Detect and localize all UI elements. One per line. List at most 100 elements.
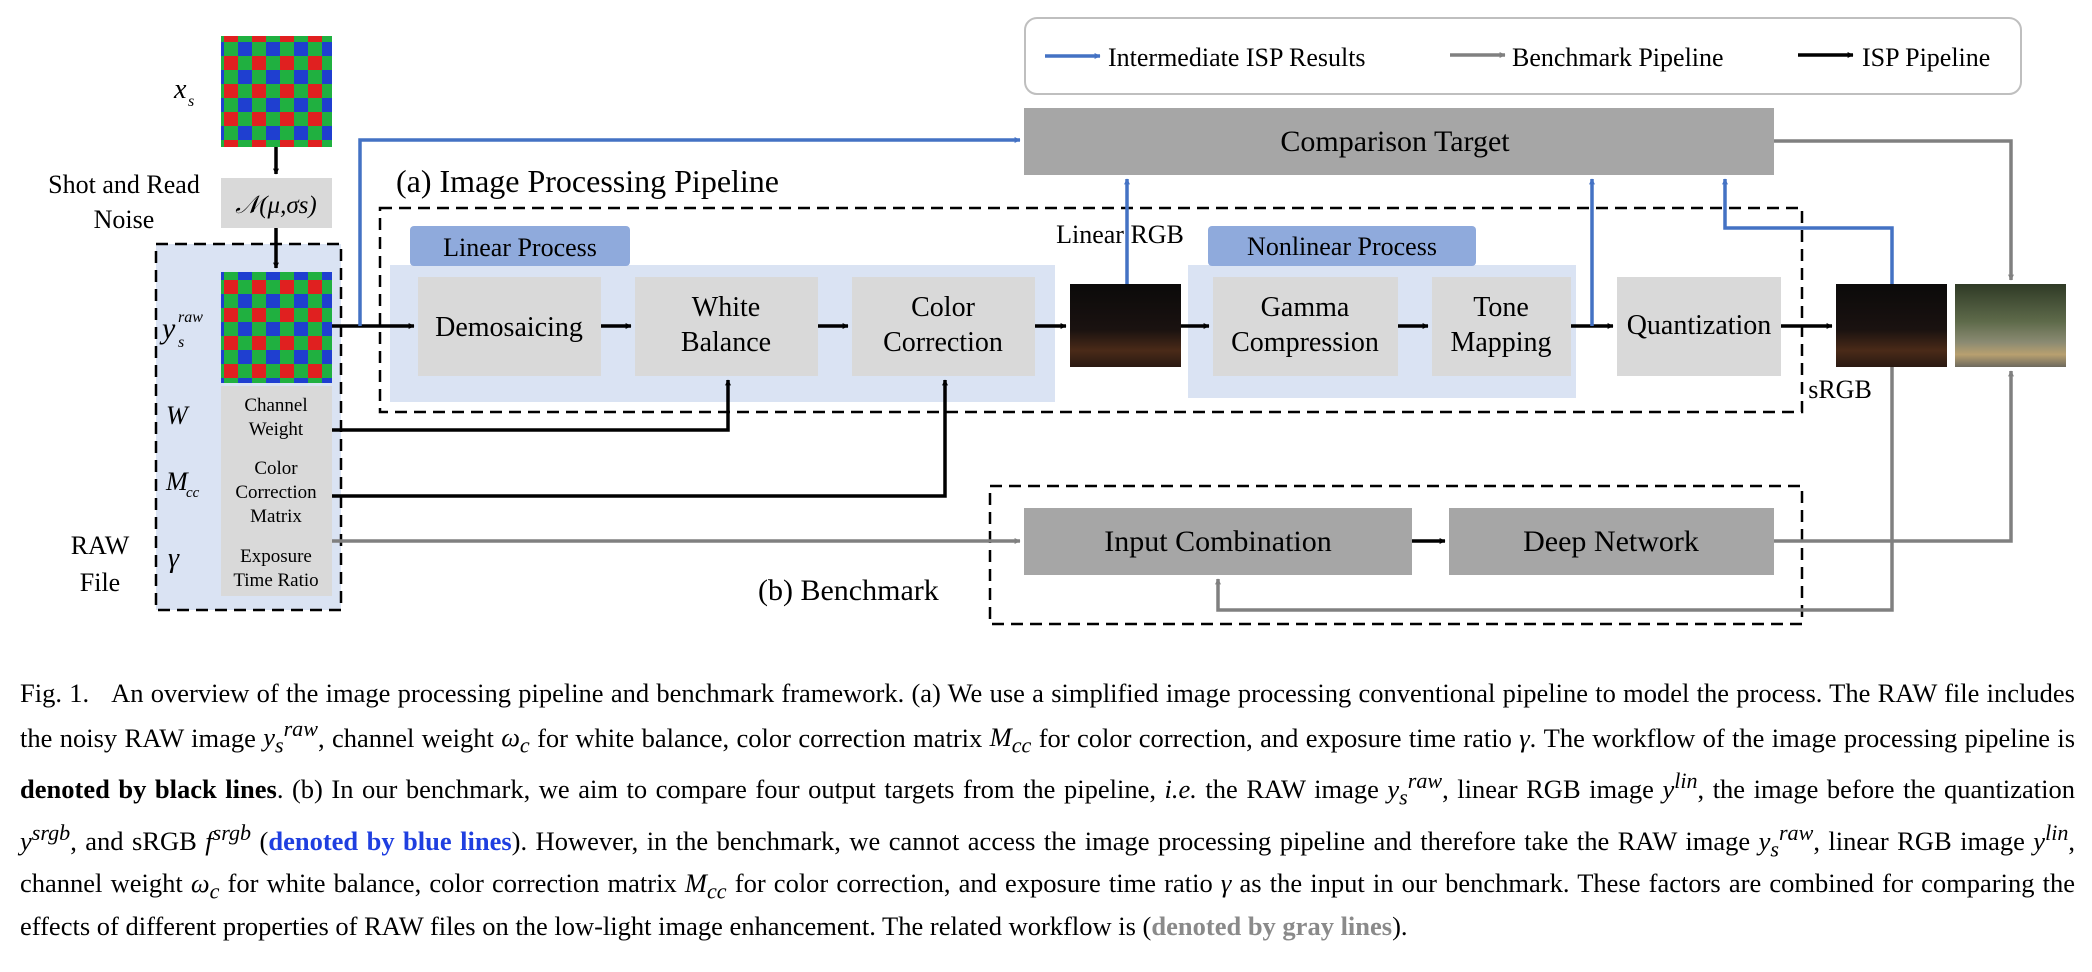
caption-text-5: . The workflow of the image processing p… [1529,722,2076,753]
caption-text-11: ( [251,825,269,856]
caption-text-1: An overview of the image processing pipe… [20,678,2075,753]
tone-mapping-label-2: Mapping [1450,327,1551,358]
caption-text-18: ). [1392,911,1408,942]
exposure-2: Time Ratio [233,570,318,591]
caption-label: Fig. 1. [20,678,90,708]
gamma-compression-label-1: Gamma [1261,292,1350,323]
math-mcc-1: Mcc [989,722,1032,758]
legend: Intermediate ISP Results Benchmark Pipel… [1024,17,2022,95]
channel-weight-1: Channel [244,395,307,416]
caption-text-16: for color correction, and exposure time … [726,868,1221,899]
pipeline-diagram: Intermediate ISP Results Benchmark Pipel… [48,17,2066,626]
quantization-box [1617,277,1781,376]
demosaicing-label: Demosaicing [435,312,583,343]
raw-file-label-2: File [80,568,120,597]
gamma-label: γ [168,543,180,574]
input-combination-box [1024,508,1412,575]
srgb-before-quant-thumbnail [1836,284,1947,367]
math-f-srgb: fsrgb [205,819,252,856]
svg-text:y: y [159,312,176,345]
caption-text-10: , and sRGB [70,825,206,856]
nonlinear-process-label: Nonlinear Process [1247,232,1437,261]
nonlinear-process-tab [1208,226,1476,266]
caption-text-13: , linear RGB image [1813,825,2034,856]
section-a-title: (a) Image Processing Pipeline [396,163,779,199]
channel-weight-2: Weight [249,419,304,440]
caption-text-3: for white balance, color correction matr… [529,722,990,753]
legend-blue-label: Intermediate ISP Results [1108,43,1366,72]
input-combination-label: Input Combination [1104,525,1332,558]
linear-rgb-label: Linear RGB [1056,220,1184,249]
caption-text-15: for white balance, color correction matr… [219,868,685,899]
caption-text-4: for color correction, and exposure time … [1031,722,1520,753]
pipeline-figure: Intermediate ISP Results Benchmark Pipel… [48,17,2066,626]
demosaicing-box [418,277,601,376]
w-label: W [166,401,190,430]
linear-rgb-thumbnail [1070,284,1181,367]
math-y-lin-1: ylin [1662,768,1698,804]
comparison-target-box [1024,108,1774,175]
math-gamma-2: γ [1220,868,1232,899]
svg-text:M: M [165,467,189,496]
caption-text-8: , linear RGB image [1442,773,1663,804]
image-processing-pipeline-frame [378,206,1804,414]
caption-text-17: as the input in our benchmark. These fac… [20,868,2075,942]
y-raw-label: y raw s [159,309,203,351]
ccm-3: Matrix [250,506,302,527]
caption-text-12: ). However, in the benchmark, we cannot … [511,825,1759,856]
legend-black-label: ISP Pipeline [1862,43,1990,72]
gamma-compression-label-2: Compression [1231,327,1379,358]
math-omega-1: ωc [501,722,530,758]
noise-model-box [221,178,332,228]
bayer-mosaic-xs [221,36,332,147]
math-gamma-1: γ [1519,722,1530,753]
isp-pipeline-arrows [273,147,1833,498]
intermediate-result-arrows [358,137,1894,326]
math-y-raw-3: ysraw [1758,819,1814,861]
exposure-1: Exposure [240,546,312,567]
white-balance-box [635,277,818,376]
svg-text:s: s [178,334,184,351]
white-balance-label-2: Balance [681,327,771,358]
white-balance-label-1: White [692,292,760,323]
benchmark-arrows [332,139,2014,612]
color-correction-label-1: Color [911,292,975,323]
gamma-compression-box [1213,277,1398,376]
svg-text:x: x [173,74,187,105]
math-y-raw-2: ysraw [1387,768,1443,810]
caption-ie: i.e. [1164,773,1197,804]
raw-metadata-box [221,386,332,596]
tone-mapping-label-1: Tone [1473,292,1529,323]
math-y-srgb: ysrgb [20,819,71,856]
noise-title-2: Noise [94,205,155,234]
math-y-raw-1: ysraw [263,716,318,758]
color-correction-label-2: Correction [883,327,1003,358]
benchmark-frame [988,484,1804,626]
svg-text:s: s [188,93,194,110]
legend-gray-label: Benchmark Pipeline [1512,43,1724,72]
svg-text:raw: raw [178,309,203,326]
math-y-lin-2: ylin [2033,819,2069,856]
srgb-label: sRGB [1808,375,1872,404]
tone-mapping-box [1432,277,1571,376]
linear-process-tab [410,226,630,266]
caption-text-14: , channel weight [20,825,2075,899]
srgb-thumbnail [1955,284,2066,367]
deep-network-box [1449,508,1774,575]
math-mcc-2: Mcc [684,868,727,904]
linear-process-label: Linear Process [443,233,597,262]
ccm-1: Color [254,458,298,479]
caption-text-9: , the image before the quantization [1697,773,2075,804]
caption-text-6: . (b) In our benchmark, we aim to compar… [276,773,1165,804]
comparison-target-label: Comparison Target [1280,125,1510,158]
mcc-label: M cc [165,467,200,501]
quantization-label: Quantization [1627,310,1772,341]
noise-title-1: Shot and Read [48,170,200,199]
figure-caption: Fig. 1.An overview of the image processi… [20,676,2075,945]
caption-black-lines: denoted by black lines [20,773,277,804]
math-omega-2: ωc [190,868,220,904]
caption-gray-lines: denoted by gray lines [1151,911,1393,942]
ccm-2: Correction [235,482,317,503]
noise-formula: 𝒩(μ,σs) [235,192,316,219]
deep-network-label: Deep Network [1523,525,1699,558]
